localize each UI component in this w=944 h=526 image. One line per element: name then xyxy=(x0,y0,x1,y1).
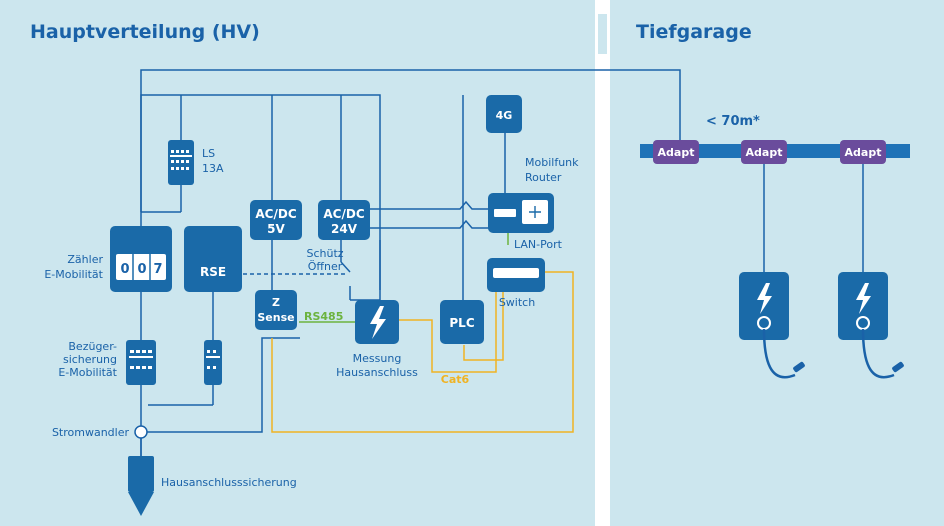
plc-box xyxy=(440,300,484,344)
messung-label-1: Messung xyxy=(353,352,402,365)
ls-label: LS xyxy=(202,147,215,160)
router-box xyxy=(488,193,554,233)
divider-bottom xyxy=(598,80,607,526)
messung-box xyxy=(355,300,399,344)
meter-label-2: E-Mobilität xyxy=(44,268,103,281)
meter-label-1: Zähler xyxy=(67,253,103,266)
acdc-24v-line2: 24V xyxy=(331,222,358,236)
panel-title-hv: Hauptverteilung (HV) xyxy=(30,21,260,43)
adapter-1 xyxy=(653,140,699,164)
charger-lightning-icon xyxy=(757,283,772,314)
rs485-label: RS485 xyxy=(304,310,343,323)
plc-label: PLC xyxy=(449,316,474,330)
switch-label: Switch xyxy=(499,296,535,309)
adapter-label-1: Adapt xyxy=(658,146,695,159)
zsense-line2: Sense xyxy=(257,311,294,324)
bezug-label-2: sicherung xyxy=(63,353,117,366)
schuetz-label-2: Öffner xyxy=(308,260,343,273)
rse-fuse xyxy=(204,340,222,385)
charger-1 xyxy=(739,272,805,379)
distance-label: < 70m* xyxy=(706,114,760,129)
wiring xyxy=(140,69,681,458)
acdc-5v-line2: 5V xyxy=(267,222,285,236)
hausanschluss-label: Hausanschlusssicherung xyxy=(161,476,297,489)
adapter-label-3: Adapt xyxy=(845,146,882,159)
panel-tiefgarage xyxy=(610,0,944,526)
charger-lightning-icon xyxy=(856,283,871,314)
messung-label-2: Hausanschluss xyxy=(336,366,418,379)
acdc-24v-line1: AC/DC xyxy=(323,207,364,221)
divider-top-notch xyxy=(598,14,607,54)
zsense-line1: Z xyxy=(272,296,280,309)
acdc-5v-box xyxy=(250,200,302,240)
stromwandler-label: Stromwandler xyxy=(52,426,130,439)
stromwandler-icon xyxy=(134,425,148,439)
meter-digit-2: 0 xyxy=(137,262,146,277)
meter-e-mobilitaet xyxy=(110,226,172,292)
zsense-box xyxy=(255,290,297,330)
meter-digit-3: 7 xyxy=(153,262,162,277)
switch-box xyxy=(487,258,545,292)
charger-2 xyxy=(838,272,904,379)
hausanschluss-fuse xyxy=(128,456,154,516)
bezug-fuse xyxy=(126,340,156,385)
4g-label: 4G xyxy=(496,109,513,122)
rse-label: RSE xyxy=(200,265,226,279)
lan-port-label: LAN-Port xyxy=(514,238,563,251)
acdc-5v-line1: AC/DC xyxy=(255,207,296,221)
cat6-label: Cat6 xyxy=(441,373,470,386)
acdc-24v-box xyxy=(318,200,370,240)
ls-rating: 13A xyxy=(202,162,224,175)
lightning-icon xyxy=(370,306,386,339)
panel-title-tiefgarage: Tiefgarage xyxy=(636,21,752,43)
schuetz-label-1: Schütz xyxy=(306,247,343,260)
router-label-1: Mobilfunk xyxy=(525,156,579,169)
adapter-3 xyxy=(840,140,886,164)
bezug-label-3: E-Mobilität xyxy=(58,366,117,379)
adapter-label-2: Adapt xyxy=(746,146,783,159)
4g-box xyxy=(486,95,522,133)
ls-breaker xyxy=(168,140,194,185)
meter-digit-1: 0 xyxy=(120,262,129,277)
bezug-label-1: Bezüger- xyxy=(68,340,117,353)
rse-box xyxy=(184,226,242,292)
router-label-2: Router xyxy=(525,171,562,184)
adapter-2 xyxy=(741,140,787,164)
